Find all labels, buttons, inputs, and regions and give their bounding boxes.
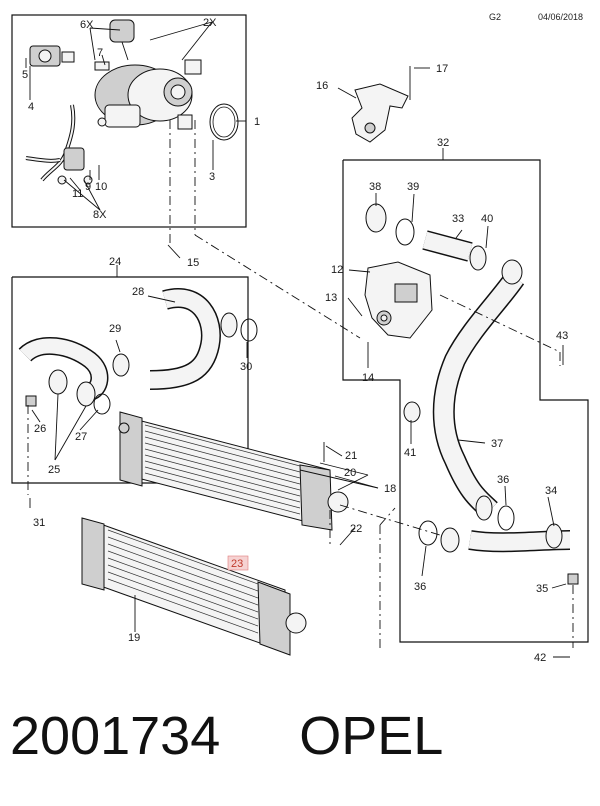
intake-hose-25	[18, 336, 109, 401]
callout-8x: 8X	[93, 209, 107, 221]
callout-39: 39	[407, 181, 419, 193]
leader-lines	[25, 21, 570, 658]
part-number: 2001734	[10, 706, 221, 766]
intake-hose-28	[149, 288, 221, 390]
intercooler-lower	[81, 517, 307, 656]
turbocharger-assembly	[94, 19, 202, 130]
callout-3: 3	[209, 171, 215, 183]
exploded-parts-diagram: G2 04/06/2018	[11, 12, 589, 664]
gasket-ring-1	[209, 103, 239, 141]
callout-18: 18	[384, 483, 396, 495]
callout-6x: 6X	[80, 19, 94, 31]
charge-pipe-group-frame	[342, 159, 589, 643]
charge-air-pipe-37	[432, 271, 525, 518]
hose-clamps	[25, 312, 258, 415]
oil-return-pipe	[25, 104, 93, 185]
callout-25: 25	[48, 464, 60, 476]
charge-pipe-clamps	[365, 203, 579, 585]
diagram-code: G2	[489, 12, 501, 22]
callout-30: 30	[240, 361, 252, 373]
part-number-footer: 2001734 OPEL	[10, 705, 590, 795]
charge-air-pipe-33	[422, 230, 473, 262]
callout-37: 37	[491, 438, 503, 450]
charge-pipe-bracket	[364, 261, 433, 339]
callout-41: 41	[404, 447, 416, 459]
callout-26: 26	[34, 423, 46, 435]
callout-23: 23	[231, 558, 243, 570]
callout-10: 10	[95, 181, 107, 193]
callout-9: 9	[85, 181, 91, 193]
callout-42: 42	[534, 652, 546, 664]
intercooler-upper-fins	[144, 424, 301, 515]
brand-name: OPEL	[299, 706, 444, 766]
highlighted-callout-box	[227, 555, 249, 571]
callout-13: 13	[325, 292, 337, 304]
callout-1: 1	[254, 116, 260, 128]
fitting	[94, 61, 110, 71]
callout-19: 19	[128, 632, 140, 644]
callout-12: 12	[331, 264, 343, 276]
callout-7: 7	[97, 47, 103, 59]
callout-40: 40	[481, 213, 493, 225]
routing-line	[439, 294, 561, 353]
callout-11: 11	[72, 188, 83, 200]
callout-36-upper: 36	[497, 474, 509, 486]
callout-38: 38	[369, 181, 381, 193]
callout-43: 43	[556, 330, 568, 342]
callout-14: 14	[362, 372, 374, 384]
callout-2x: 2X	[203, 17, 217, 29]
intercooler-upper	[118, 411, 349, 531]
callout-5: 5	[22, 69, 28, 81]
callout-21: 21	[345, 450, 357, 462]
callout-22: 22	[350, 523, 362, 535]
callout-35: 35	[536, 583, 548, 595]
callout-36-lower: 36	[414, 581, 426, 593]
hose-group-frame	[11, 276, 249, 484]
callout-31: 31	[33, 517, 45, 529]
callout-4: 4	[28, 101, 34, 113]
oil-feed-bracket	[29, 45, 75, 67]
callout-17: 17	[436, 63, 448, 75]
callout-24: 24	[109, 256, 121, 268]
routing-line	[194, 234, 361, 339]
callout-33: 33	[452, 213, 464, 225]
routing-line	[339, 504, 441, 536]
routing-line	[379, 507, 396, 526]
callout-27: 27	[75, 431, 87, 443]
callout-28: 28	[132, 286, 144, 298]
callout-15: 15	[187, 257, 199, 269]
callout-20: 20	[344, 467, 356, 479]
callout-32: 32	[437, 137, 449, 149]
callout-29: 29	[109, 323, 121, 335]
heat-shield	[351, 83, 409, 143]
callout-34: 34	[545, 485, 557, 497]
callout-16: 16	[316, 80, 328, 92]
intercooler-lower-fins	[107, 529, 259, 634]
diagram-date: 04/06/2018	[538, 12, 583, 22]
washer	[97, 117, 107, 127]
